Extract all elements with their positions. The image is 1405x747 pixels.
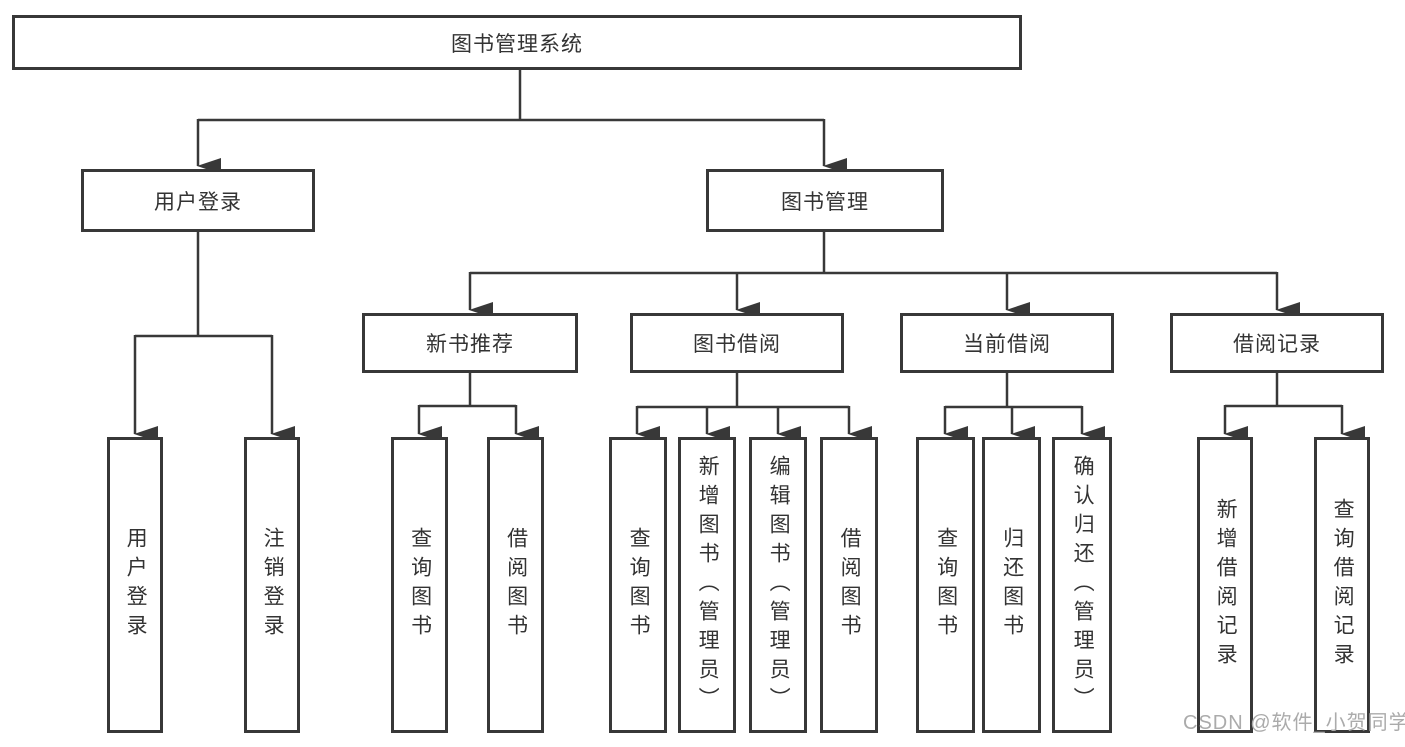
- node-label: 图书借阅: [693, 333, 781, 356]
- leaf-add-borrow-record: 新增借阅记录: [1197, 437, 1253, 733]
- node-label: 用户登录: [154, 190, 242, 214]
- leaf-query-book-cur: 查询图书: [916, 437, 975, 733]
- leaf-logout: 注销登录: [244, 437, 300, 733]
- leaf-user-login: 用户登录: [107, 437, 163, 733]
- node-label: 编辑图书（管理员）: [767, 454, 791, 716]
- leaf-query-book-rec: 查询图书: [391, 437, 448, 733]
- leaf-return-book: 归还图书: [982, 437, 1041, 733]
- node-label: 借阅图书: [838, 527, 862, 643]
- leaf-add-book-admin: 新增图书（管理员）: [678, 437, 736, 733]
- node-borrowing-records: 借阅记录: [1170, 313, 1384, 373]
- leaf-query-borrow-record: 查询借阅记录: [1314, 437, 1370, 733]
- leaf-edit-book-admin: 编辑图书（管理员）: [749, 437, 807, 733]
- node-new-book-recommendation: 新书推荐: [362, 313, 578, 373]
- node-label: 新增借阅记录: [1214, 498, 1238, 672]
- leaf-query-book-borrow: 查询图书: [609, 437, 667, 733]
- node-label: 归还图书: [1000, 527, 1024, 643]
- node-label: 查询图书: [627, 527, 651, 643]
- node-label: 查询借阅记录: [1331, 498, 1355, 672]
- node-user-login: 用户登录: [81, 169, 315, 232]
- csdn-watermark: CSDN @软件_小贺同学: [1183, 712, 1405, 734]
- node-label: 借阅记录: [1233, 333, 1321, 356]
- node-book-borrowing: 图书借阅: [630, 313, 844, 373]
- node-label: 当前借阅: [963, 333, 1051, 356]
- node-label: 新增图书（管理员）: [696, 454, 720, 716]
- leaf-confirm-return-admin: 确认归还（管理员）: [1052, 437, 1112, 733]
- node-label: 注销登录: [261, 527, 285, 643]
- node-label: 新书推荐: [426, 333, 514, 356]
- leaf-borrow-book-rec: 借阅图书: [487, 437, 544, 733]
- node-label: 查询图书: [934, 527, 958, 643]
- node-label: 确认归还（管理员）: [1071, 454, 1095, 716]
- node-label: 查询图书: [408, 527, 432, 643]
- node-label: 图书管理: [781, 190, 869, 214]
- node-label: 用户登录: [124, 527, 148, 643]
- node-label: 图书管理系统: [451, 32, 583, 56]
- node-library-management-system: 图书管理系统: [12, 15, 1022, 70]
- node-label: 借阅图书: [504, 527, 528, 643]
- node-book-management: 图书管理: [706, 169, 944, 232]
- node-current-borrowing: 当前借阅: [900, 313, 1114, 373]
- leaf-borrow-book-borrow: 借阅图书: [820, 437, 878, 733]
